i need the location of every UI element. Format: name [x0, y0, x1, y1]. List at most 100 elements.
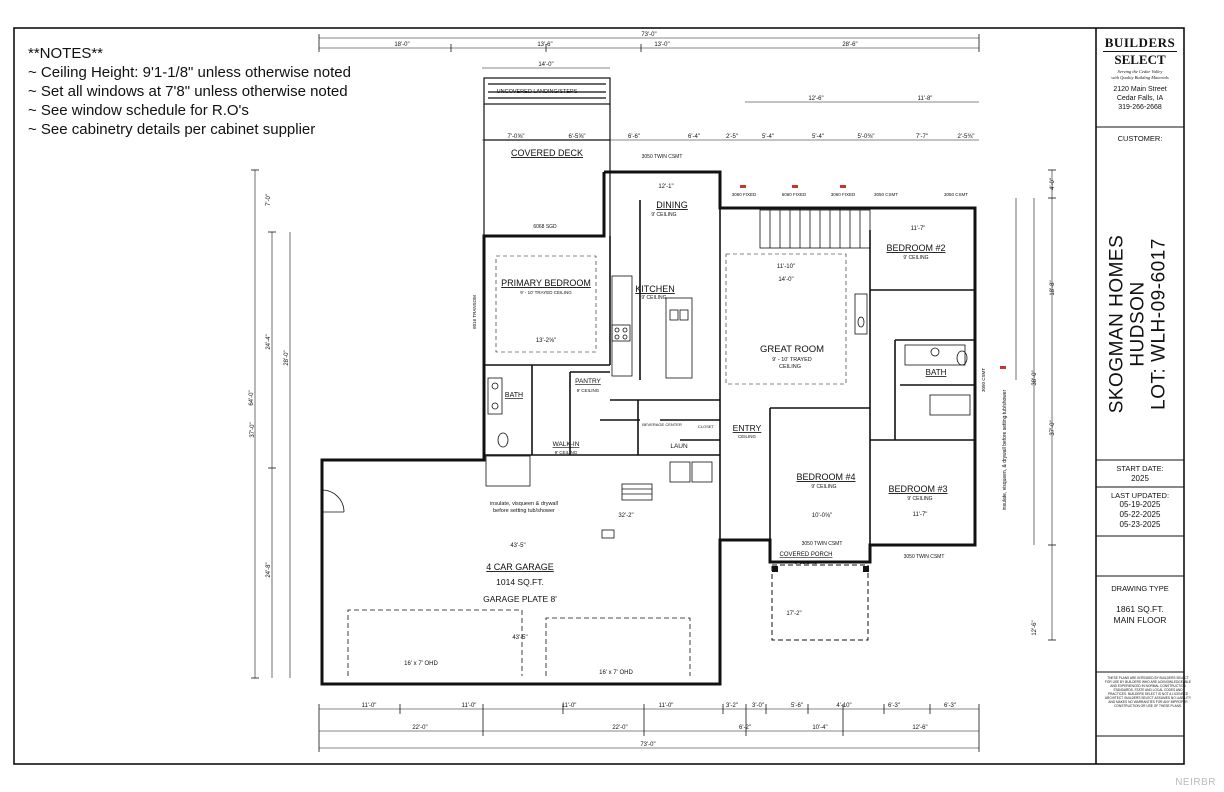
dim-bot-56: 5'-6": [791, 703, 803, 709]
dimension-lines: [254, 37, 1053, 749]
pantry-ceiling-label: 9' CEILING: [577, 388, 600, 393]
closet-label: CLOSET: [698, 424, 715, 429]
room-labels: COVERED DECK UNCOVERED LANDING/STEPS DIN…: [404, 89, 968, 676]
customer-label: CUSTOMER:: [1117, 134, 1163, 143]
dim-bot-104: 10'-4": [812, 725, 827, 731]
garage-sqft-label: 1014 SQ.FT.: [496, 577, 544, 587]
note-item: ~ Set all windows at 7'8" unless otherwi…: [28, 83, 348, 100]
dim-top-28: 28'-6": [842, 42, 857, 48]
dim-bot-62: 6'-2": [739, 725, 751, 731]
dim-bot-63b: 6'-3": [944, 703, 956, 709]
dimension-ticks: [251, 34, 1056, 752]
dim-left-7: 7'-0": [266, 194, 272, 206]
dim-left-24b: 24'-8": [266, 562, 272, 577]
dim-r-11: 11'-8": [918, 96, 933, 102]
dim-garage-435: 43'-5": [510, 543, 525, 549]
entry-ceiling-label: CEILING: [738, 434, 757, 439]
dim-right-38: 38'-0": [1032, 370, 1038, 385]
garage-label: 4 CAR GARAGE: [486, 562, 554, 572]
general-notes: **NOTES** ~ Ceiling Height: 9'1-1/8" unl…: [28, 44, 351, 139]
window-6060-label: 6060 FIXED: [782, 192, 807, 197]
kitchen-ceiling-label: 9' CEILING: [641, 295, 666, 301]
dim-row-64: 6'-4": [688, 134, 700, 140]
dim-row-77: 7'-7": [916, 134, 928, 140]
disclaimer-text: THESE PLANS ARE INTENDED BY BUILDERS SEL…: [1104, 676, 1192, 708]
uncovered-landing-label: UNCOVERED LANDING/STEPS: [497, 89, 578, 95]
entry-label: ENTRY: [733, 423, 762, 433]
window-3060-b-label: 3060 FIXED: [831, 192, 856, 197]
updated-date: 05-19-2025: [1119, 500, 1161, 509]
bedroom4-ceiling-label: 9' CEILING: [811, 484, 836, 490]
dim-br4-10: 10'-0⅝": [812, 513, 832, 519]
company-logo: BUILDERS SELECT Serving the Cedar Valley…: [1096, 34, 1184, 112]
dim-bot-11d: 11'-0": [659, 703, 674, 709]
dim-top-18: 18'-0": [394, 42, 409, 48]
last-updated-label: LAST UPDATED:: [1110, 491, 1170, 500]
drawing-type-line: MAIN FLOOR: [1113, 615, 1167, 625]
dim-bot-11c: 11'-0": [562, 703, 577, 709]
dining-ceiling-label: 9' CEILING: [651, 212, 676, 218]
note-item: ~ See window schedule for R.O's: [28, 102, 249, 119]
laundry-appliances: [669, 461, 713, 483]
dim-deck-6: 6'-5⅝": [569, 134, 586, 140]
exterior-walls: [320, 170, 977, 686]
title-block-lines: [1096, 126, 1184, 737]
brand-line-2: SELECT: [1114, 52, 1166, 67]
dim-br2-117: 11'-7": [911, 226, 926, 232]
dining-label: DINING: [656, 200, 688, 210]
dim-bot-126: 12'-6": [912, 725, 927, 731]
pantry-label: PANTRY: [575, 378, 601, 385]
bedroom2-label: BEDROOM #2: [886, 243, 945, 253]
dim-right-37: 37'-0": [1050, 420, 1056, 435]
covered-porch-label: COVERED PORCH: [779, 552, 832, 558]
dim-row-54b: 5'-4": [812, 134, 824, 140]
start-date-value: 2025: [1131, 474, 1149, 483]
customer-line: LOT: WLH-09-6017: [1148, 238, 1170, 410]
bedroom4-label: BEDROOM #4: [796, 472, 855, 482]
dim-dining-12: 12'-1": [658, 184, 673, 190]
drawing-type-label: DRAWING TYPE: [1111, 584, 1169, 593]
start-date-label: START DATE:: [1116, 464, 1164, 473]
tagline-1: Serving the Cedar Valley: [1117, 69, 1163, 74]
insulate-note-right: insulate, visqueen, & drywall before set…: [1002, 389, 1008, 510]
dim-right-126: 12'-6": [1032, 620, 1038, 635]
note-item: ~ See cabinetry details per cabinet supp…: [28, 121, 316, 138]
bath2-label: BATH: [926, 368, 947, 377]
dim-top-overall: 73'-0": [641, 32, 656, 38]
walkin-label: WALK-IN: [553, 441, 580, 448]
covered-deck-label: COVERED DECK: [511, 148, 583, 158]
last-updated: LAST UPDATED: 05-19-2025 05-22-2025 05-2…: [1096, 491, 1184, 530]
sheet-border: [13, 27, 1185, 765]
dim-row-54a: 5'-4": [762, 134, 774, 140]
twin-csmt-top-label: 3050 TWIN CSMT: [642, 154, 683, 160]
updated-date: 05-23-2025: [1119, 520, 1161, 529]
dim-top-13a: 13'-6": [537, 42, 552, 48]
twin-csmt-br3-label: 3050 TWIN CSMT: [904, 554, 945, 560]
bedroom3-ceiling-label: 9' CEILING: [907, 496, 932, 502]
great-ceiling-label-1: 9' - 10' TRAYED: [772, 357, 812, 363]
bath-label: BATH: [505, 392, 523, 399]
window-3050-b-label: 3050 CSMT: [944, 192, 968, 197]
primary-bedroom-label: PRIMARY BEDROOM: [501, 278, 591, 288]
dim-bot-11b: 11'-0": [462, 703, 477, 709]
bath-fixtures: [485, 293, 971, 487]
twin-csmt-porch-label: 3050 TWIN CSMT: [802, 541, 843, 547]
dim-row-66: 6'-6": [628, 134, 640, 140]
window-3060-a-label: 3060 FIXED: [732, 192, 757, 197]
primary-ceiling-label: 9' - 10' TRAYED CEILING: [520, 290, 572, 295]
great-ceiling-label-2: CEILING: [779, 364, 801, 370]
stair: [759, 209, 871, 249]
customer-line: SKOGMAN HOMES: [1106, 234, 1128, 414]
dim-top-13b: 13'-0": [654, 42, 669, 48]
address-line-2: Cedar Falls, IA: [1116, 95, 1164, 102]
updated-date: 05-22-2025: [1119, 510, 1161, 519]
insulate-note-2: before setting tub/shower: [493, 508, 555, 514]
dim-bot-30: 3'-0": [752, 703, 764, 709]
kitchen-cabinets: [611, 275, 693, 379]
great-room-label: GREAT ROOM: [760, 344, 824, 355]
dim-left-24a: 24'-4": [266, 334, 272, 349]
porch-posts: [772, 566, 869, 572]
notes-heading: **NOTES**: [28, 45, 104, 62]
dim-bot-22a: 22'-0": [412, 725, 427, 731]
ohd-door-label-2: 16' x 7' OHD: [599, 670, 633, 676]
